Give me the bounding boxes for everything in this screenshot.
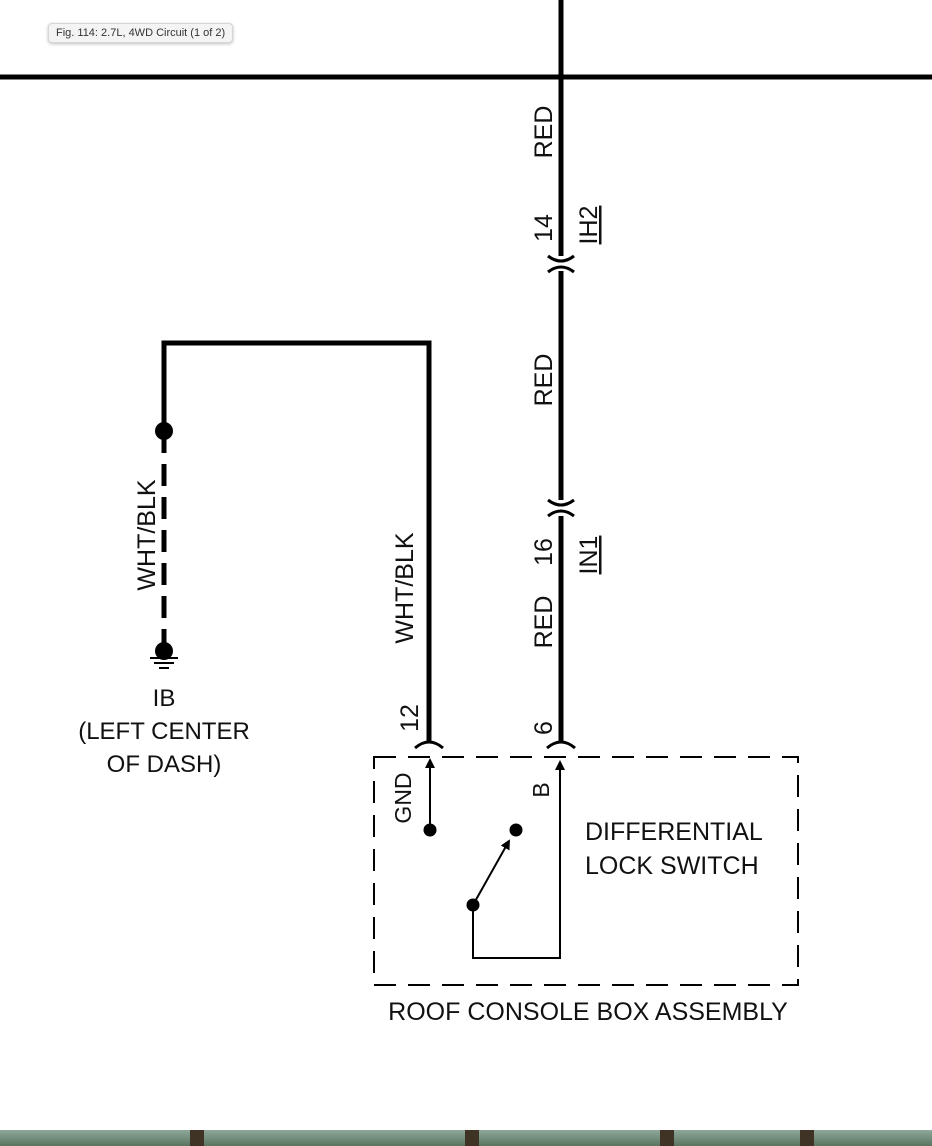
photo-post [660, 1130, 674, 1146]
connector-ih2-symbol [547, 254, 575, 274]
wire-label-wht-blk-switch: WHT/BLK [391, 532, 419, 643]
switch-blade-arrow [472, 839, 510, 906]
roof-console-box-outline [373, 756, 799, 986]
connector-in1-symbol [547, 498, 575, 518]
ground-location-line2: OF DASH) [107, 751, 222, 778]
connector-pin-12-symbol [414, 740, 444, 750]
assembly-name-label: ROOF CONSOLE BOX ASSEMBLY [388, 998, 788, 1026]
switch-contact-dot [509, 823, 523, 837]
splice-dot [155, 422, 173, 440]
switch-name-line1: DIFFERENTIAL [585, 818, 763, 846]
ground-symbol [150, 651, 178, 669]
background-photo-strip [0, 1130, 932, 1146]
switch-name-line2: LOCK SWITCH [585, 852, 759, 880]
connector-in1-pin-label: 16 [530, 538, 558, 566]
wire-label-red-bottom: RED [530, 596, 558, 649]
switch-b-pin-label: 6 [530, 721, 558, 735]
terminal-gnd-label: GND [390, 772, 416, 823]
figure-caption-tooltip: Fig. 114: 2.7L, 4WD Circuit (1 of 2) [48, 23, 234, 43]
connector-ih2-name-label: IH2 [575, 206, 603, 245]
wire-label-red-top: RED [530, 106, 558, 159]
photo-post [465, 1130, 479, 1146]
photo-post [190, 1130, 204, 1146]
switch-gnd-pin-label: 12 [396, 704, 424, 732]
terminal-b-label: B [528, 782, 554, 797]
wire-label-red-middle: RED [530, 354, 558, 407]
ground-location-line1: (LEFT CENTER [78, 718, 250, 745]
wht-blk-wire-loop [161, 340, 432, 742]
connector-ih2-pin-label: 14 [530, 214, 558, 242]
connector-pin-6-symbol [546, 740, 576, 750]
photo-post [800, 1130, 814, 1146]
ground-name-label: IB [153, 685, 176, 712]
connector-in1-name-label: IN1 [575, 536, 603, 575]
gnd-contact-dot [423, 823, 437, 837]
wire-label-wht-blk-ground: WHT/BLK [133, 479, 161, 590]
b-terminal-lead [472, 760, 565, 959]
